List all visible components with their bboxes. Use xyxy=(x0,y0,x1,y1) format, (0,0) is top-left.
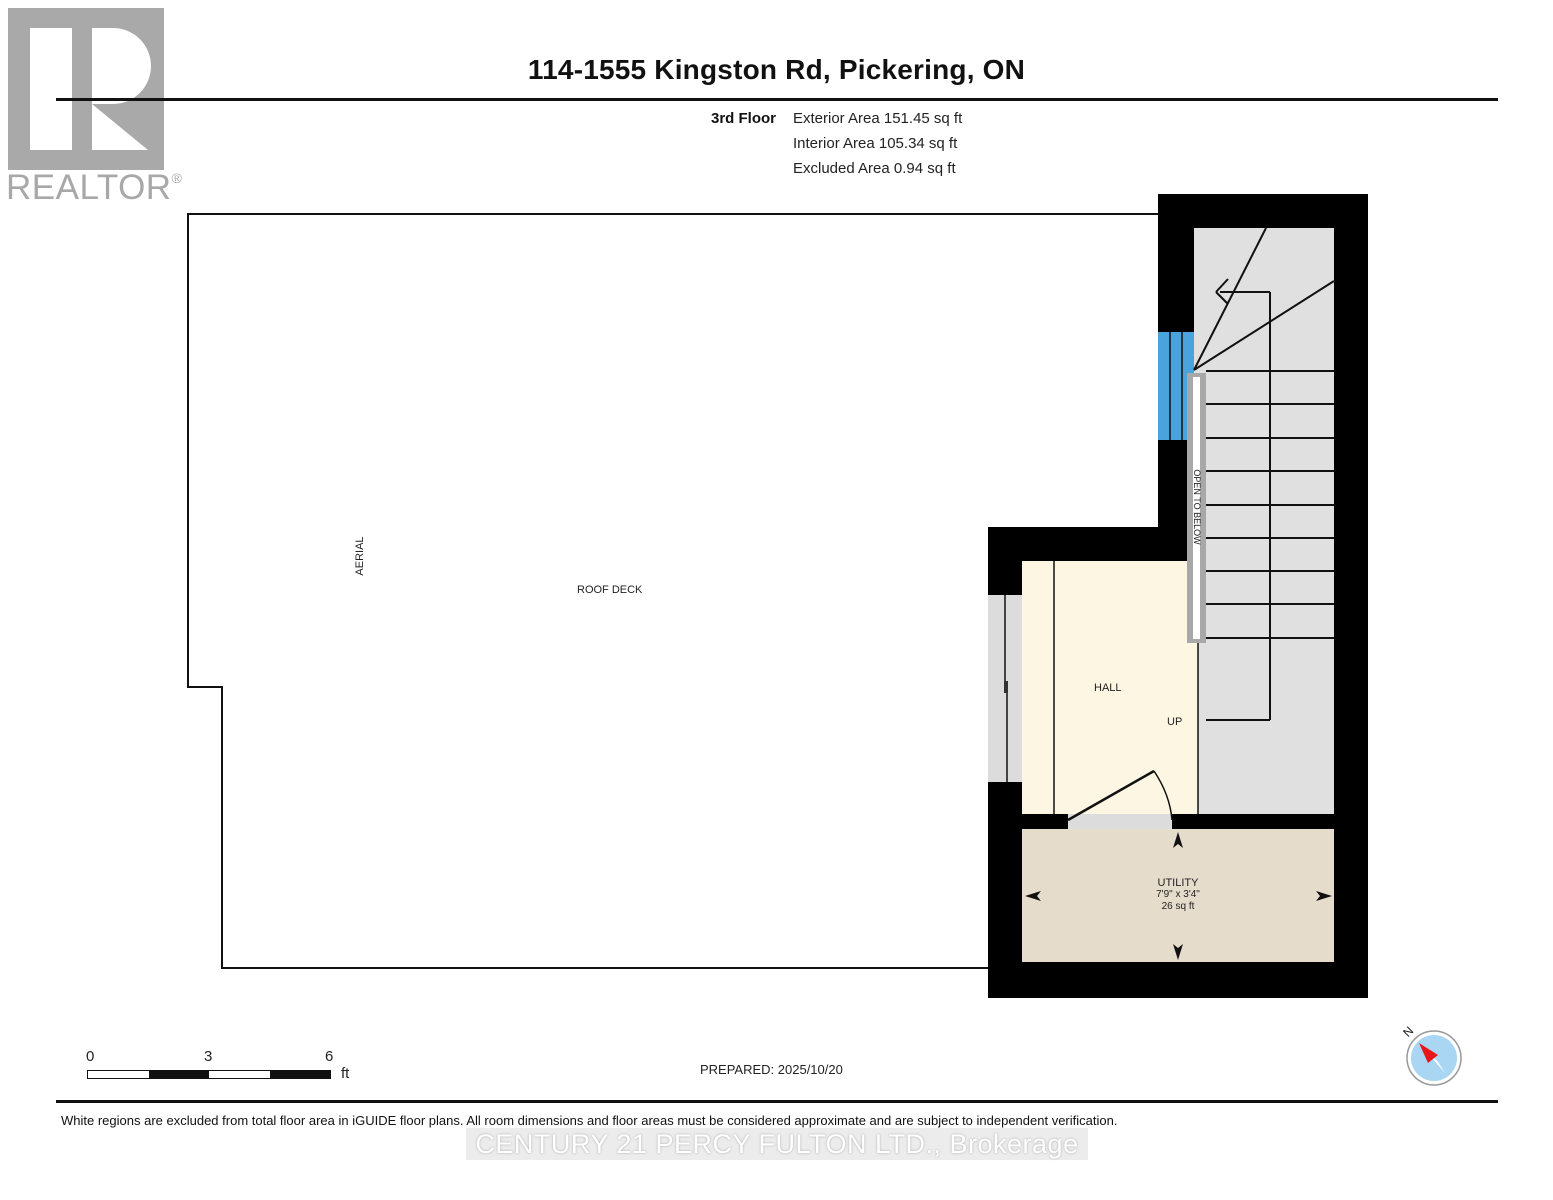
logo-wordmark: REALTOR xyxy=(6,168,172,207)
floor-plan xyxy=(187,194,1368,998)
disclaimer-text: White regions are excluded from total fl… xyxy=(61,1113,1118,1128)
room-label-aerial: AERIAL xyxy=(354,536,366,576)
realtor-r-logo-icon xyxy=(8,8,164,170)
utility-area: 26 sq ft xyxy=(1161,901,1195,912)
excluded-area: Excluded Area 0.94 sq ft xyxy=(793,160,956,177)
utility-name: UTILITY xyxy=(1157,877,1199,889)
door-threshold xyxy=(1068,814,1172,829)
hall-area xyxy=(1022,561,1198,814)
interior-area: Interior Area 105.34 sq ft xyxy=(793,135,958,152)
walls xyxy=(988,194,1368,998)
north-arrow-compass-icon: N xyxy=(1400,1024,1462,1086)
north-label: N xyxy=(1400,1024,1416,1040)
exterior-area: Exterior Area 151.45 sq ft xyxy=(793,110,963,127)
floor-label: 3rd Floor xyxy=(710,110,776,127)
registered-mark: ® xyxy=(171,170,183,186)
stairs-area xyxy=(1194,228,1334,814)
stairs-up-label: UP xyxy=(1167,716,1183,728)
utility-dimension-arrows xyxy=(1025,832,1332,960)
scale-label-0: 0 xyxy=(86,1048,95,1065)
realtor-logo-text: REALTOR® xyxy=(6,168,182,208)
open-to-below-label: OPEN TO BELOW xyxy=(1192,469,1202,545)
room-label-hall: HALL xyxy=(1094,682,1122,694)
scale-unit: ft xyxy=(341,1065,350,1082)
realtor-logo xyxy=(8,8,164,170)
scale-segments xyxy=(87,1070,331,1079)
utility-area xyxy=(1022,829,1334,962)
room-label-utility: UTILITY 7'9" x 3'4" 26 sq ft xyxy=(1128,877,1228,913)
scale-bar: 0 3 6 ft xyxy=(86,1048,356,1088)
scale-label-6: 6 xyxy=(325,1048,334,1065)
room-label-roof-deck: ROOF DECK xyxy=(577,584,643,596)
prepared-date: PREPARED: 2025/10/20 xyxy=(700,1062,843,1077)
footer-divider xyxy=(56,1100,1498,1103)
roof-deck-outline xyxy=(187,213,1160,969)
compass: N xyxy=(1398,1022,1468,1088)
scale-label-3: 3 xyxy=(204,1048,213,1065)
title-divider xyxy=(56,98,1498,101)
door-swing xyxy=(1067,769,1173,822)
stair-treads xyxy=(1193,227,1335,721)
brokerage-watermark: CENTURY 21 PERCY FULTON LTD., Brokerage xyxy=(466,1128,1088,1160)
utility-dimensions: 7'9" x 3'4" xyxy=(1156,889,1200,900)
page-title: 114-1555 Kingston Rd, Pickering, ON xyxy=(527,54,1026,85)
